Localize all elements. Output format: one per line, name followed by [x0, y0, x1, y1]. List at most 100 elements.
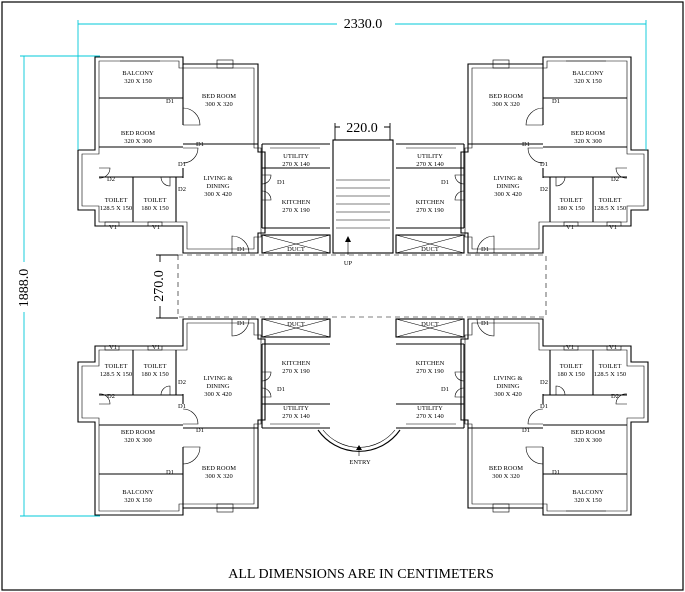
room-label: KITCHEN: [282, 199, 311, 206]
room-size: 300 X 420: [494, 391, 521, 398]
room-label: TOILET: [560, 197, 583, 204]
room-size: 320 X 150: [574, 78, 601, 85]
door-label: D1: [540, 161, 548, 168]
duct-label: DUCT: [287, 246, 305, 253]
labels-bottom-left: BALCONY 320 X 150 BED ROOM 300 X 320 BED…: [100, 320, 311, 504]
entry-arc: [317, 429, 401, 456]
room-label: LIVING &: [493, 375, 522, 382]
room-size: 300 X 320: [492, 473, 519, 480]
entry-label: ENTRY: [349, 459, 371, 466]
door-label: D1: [441, 386, 449, 393]
room-label: TOILET: [105, 197, 128, 204]
vent-label: V1: [152, 224, 160, 231]
duct-label: DUCT: [421, 246, 439, 253]
labels-bottom-right: BALCONY 320 X 150 BED ROOM 300 X 320 BED…: [416, 320, 626, 504]
room-size: 320 X 300: [124, 138, 151, 145]
door-label: D1: [552, 469, 560, 476]
door-label: D1: [277, 179, 285, 186]
door-label: D2: [107, 176, 115, 183]
labels-top-right: BALCONY 320 X 150 BED ROOM 300 X 320 BED…: [416, 70, 626, 253]
room-label: TOILET: [560, 363, 583, 370]
room-size: 300 X 320: [205, 473, 232, 480]
room-label: BALCONY: [572, 70, 604, 77]
dimension-lines: [20, 20, 647, 517]
room-label: DINING: [496, 383, 519, 390]
door-label: D1: [237, 246, 245, 253]
room-size: 270 X 140: [416, 413, 443, 420]
room-label: BED ROOM: [202, 465, 236, 472]
vent-label: V1: [566, 344, 574, 351]
vent-label: V1: [109, 344, 117, 351]
room-label: TOILET: [599, 197, 622, 204]
room-label: DINING: [496, 183, 519, 190]
overall-width-label: 2330.0: [344, 17, 383, 32]
door-label: D1: [552, 98, 560, 105]
vent-label: V1: [609, 344, 617, 351]
door-label: D1: [178, 161, 186, 168]
door-label: D1: [481, 320, 489, 327]
door-label: D2: [611, 176, 619, 183]
room-label: TOILET: [144, 363, 167, 370]
door-label: D2: [107, 393, 115, 400]
room-size: 300 X 320: [492, 101, 519, 108]
room-size: 270 X 190: [282, 368, 309, 375]
room-label: DINING: [206, 383, 229, 390]
corridor-width-label: 270.0: [152, 270, 167, 302]
door-label: D1: [481, 246, 489, 253]
room-size: 270 X 140: [282, 413, 309, 420]
room-size: 270 X 190: [282, 207, 309, 214]
room-size: 270 X 190: [416, 368, 443, 375]
room-label: KITCHEN: [416, 360, 445, 367]
room-size: 270 X 140: [416, 161, 443, 168]
room-size: 128.5 X 150: [594, 205, 626, 212]
room-label: LIVING &: [203, 175, 232, 182]
door-label: D1: [166, 469, 174, 476]
vent-label: V1: [609, 224, 617, 231]
room-label: UTILITY: [417, 153, 443, 160]
room-label: BALCONY: [122, 70, 154, 77]
room-size: 320 X 300: [574, 437, 601, 444]
door-label: D1: [522, 141, 530, 148]
room-size: 180 X 150: [557, 371, 584, 378]
room-label: BED ROOM: [489, 465, 523, 472]
duct-label: DUCT: [421, 321, 439, 328]
room-size: 300 X 420: [204, 391, 231, 398]
room-label: UTILITY: [283, 405, 309, 412]
overall-height-label: 1888.0: [17, 269, 32, 308]
corridor: [177, 254, 547, 318]
vent-label: V1: [109, 224, 117, 231]
room-label: UTILITY: [417, 405, 443, 412]
room-label: TOILET: [105, 363, 128, 370]
room-size: 128.5 X 150: [100, 205, 132, 212]
door-label: D1: [441, 179, 449, 186]
duct-label: DUCT: [287, 321, 305, 328]
door-label: D1: [196, 141, 204, 148]
room-label: BED ROOM: [489, 93, 523, 100]
room-size: 320 X 300: [574, 138, 601, 145]
door-label: D1: [237, 320, 245, 327]
door-label: D1: [196, 427, 204, 434]
vent-label: V1: [566, 224, 574, 231]
room-size: 270 X 190: [416, 207, 443, 214]
room-label: DINING: [206, 183, 229, 190]
room-label: TOILET: [599, 363, 622, 370]
door-label: D1: [178, 403, 186, 410]
door-label: D2: [178, 379, 186, 386]
door-label: D2: [178, 186, 186, 193]
room-size: 180 X 150: [141, 205, 168, 212]
door-label: D1: [522, 427, 530, 434]
room-size: 180 X 150: [557, 205, 584, 212]
room-size: 180 X 150: [141, 371, 168, 378]
room-label: UTILITY: [283, 153, 309, 160]
room-label: BED ROOM: [571, 429, 605, 436]
door-label: D1: [166, 98, 174, 105]
door-label: D2: [540, 379, 548, 386]
room-label: BED ROOM: [121, 429, 155, 436]
room-size: 300 X 420: [494, 191, 521, 198]
room-size: 320 X 300: [124, 437, 151, 444]
room-label: KITCHEN: [282, 360, 311, 367]
stair-up-label: UP: [344, 260, 353, 267]
room-size: 320 X 150: [124, 497, 151, 504]
vent-label: V1: [152, 344, 160, 351]
